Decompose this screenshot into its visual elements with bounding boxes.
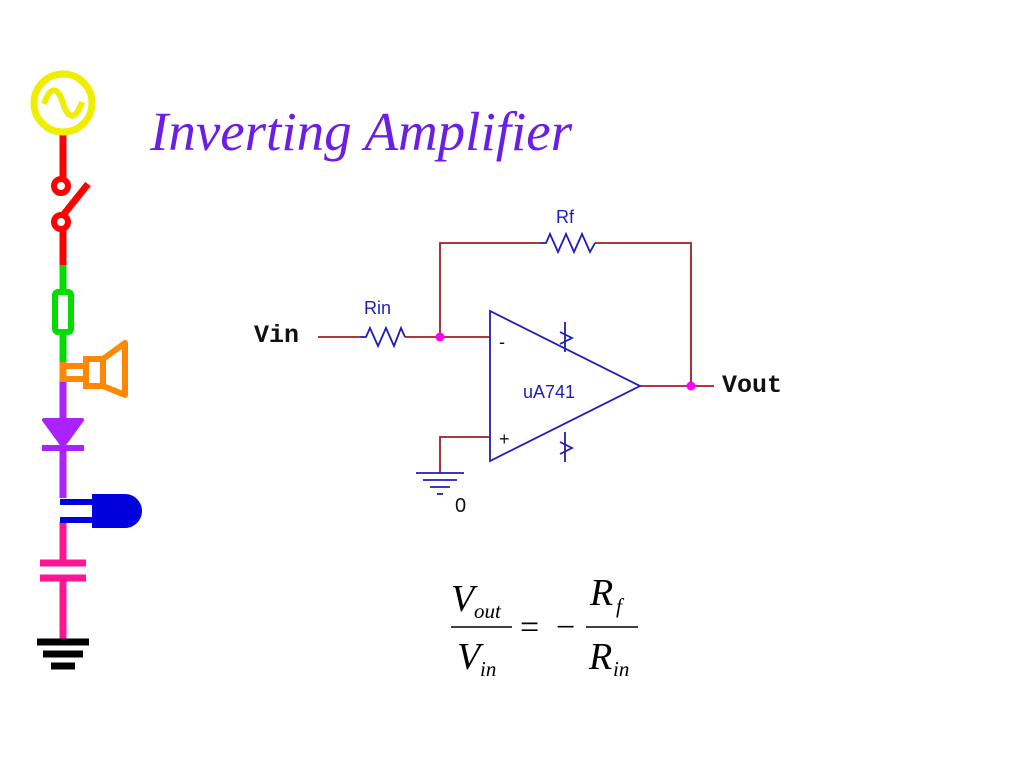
- rf-symbol: R: [589, 572, 613, 614]
- inverting-input-sign: -: [499, 332, 505, 352]
- wires: [318, 242, 714, 473]
- wire-feedback-left: [439, 242, 540, 337]
- rf-subscript: f: [616, 594, 625, 618]
- vout-label: Vout: [722, 371, 782, 400]
- switch-icon: [51, 176, 91, 232]
- wire-plus-to-ground: [439, 436, 490, 473]
- node-inverting-junction: [435, 332, 445, 342]
- rin-subscript: in: [613, 657, 629, 681]
- wire-feedback-right: [595, 242, 692, 386]
- vout-subscript: out: [474, 599, 502, 623]
- rin-resistor: [360, 325, 406, 349]
- rf-resistor: [540, 231, 596, 255]
- speaker-icon: [59, 340, 128, 398]
- fuse-icon: [52, 289, 74, 335]
- circuit-schematic: Vin Vout Rin Rf uA741 - + 0: [254, 207, 782, 517]
- component-strip: [30, 70, 142, 670]
- gain-equation: V out V in = − R f R in: [451, 572, 638, 681]
- ac-source-icon: [30, 70, 96, 136]
- capacitor-icon: [40, 559, 86, 582]
- opamp-power-pins: [559, 322, 575, 462]
- noninverting-input-sign: +: [499, 429, 510, 449]
- ground-icon: [37, 638, 89, 670]
- rin-symbol: R: [588, 636, 612, 678]
- ground-symbol: [416, 472, 464, 495]
- opamp-label: uA741: [523, 382, 575, 402]
- equals-sign: =: [520, 609, 539, 646]
- lamp-icon: [60, 494, 142, 528]
- vin-symbol: V: [457, 636, 484, 678]
- vout-symbol: V: [451, 578, 478, 620]
- rf-label: Rf: [556, 207, 575, 227]
- minus-sign: −: [556, 609, 575, 646]
- vin-subscript: in: [480, 657, 496, 681]
- diode-icon: [42, 418, 84, 451]
- node-output-junction: [686, 381, 696, 391]
- slide-title: Inverting Amplifier: [150, 101, 573, 162]
- vin-label: Vin: [254, 321, 299, 350]
- ground-node-label: 0: [455, 495, 466, 517]
- rin-label: Rin: [364, 298, 391, 318]
